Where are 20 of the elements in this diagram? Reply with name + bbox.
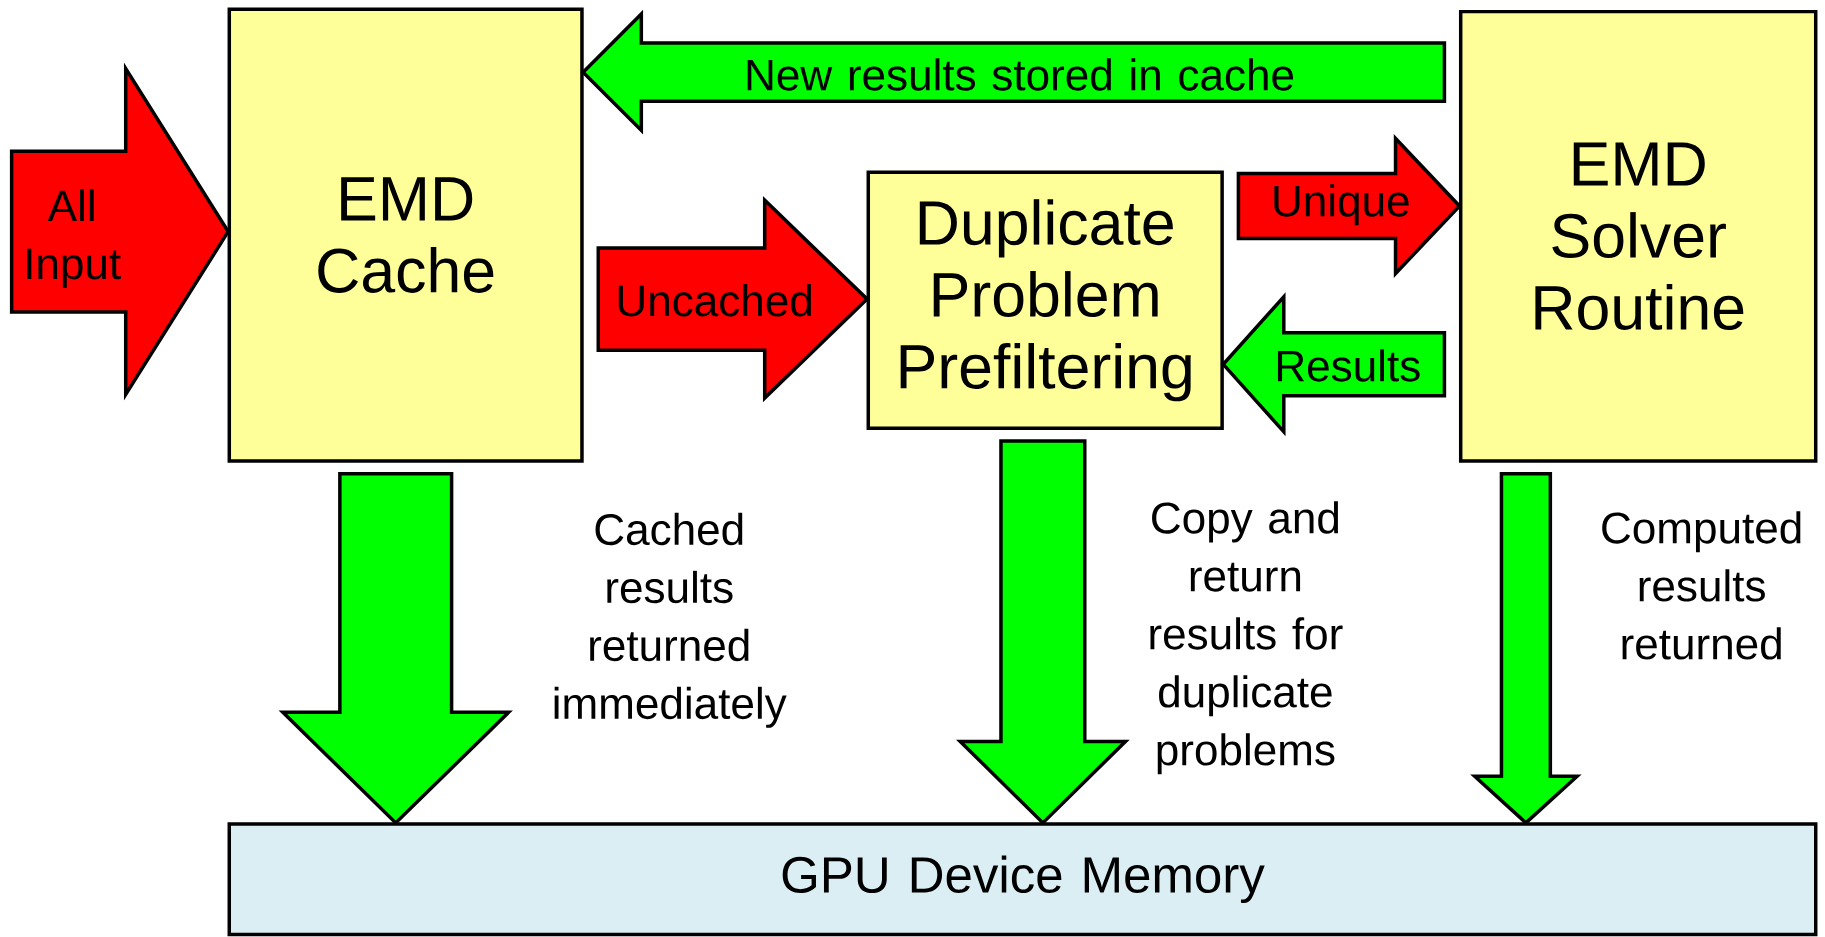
arrow-label: Uncached: [618, 284, 811, 317]
block-arrow: [9, 62, 231, 401]
block-arrow: [1220, 292, 1447, 437]
process-box: EMD Cache: [227, 7, 584, 463]
edge-label: Computed results returned: [1602, 511, 1801, 660]
process-box: EMD Solver Routine: [1458, 9, 1818, 463]
block-arrow: [596, 196, 870, 403]
block-arrow: [956, 439, 1130, 826]
block-arrow: [278, 472, 513, 826]
block-arrow: [580, 9, 1447, 135]
process-box: Duplicate Problem Prefiltering: [866, 170, 1224, 431]
edge-label: Cached results returned immediately: [554, 512, 787, 728]
memory-bar: GPU Device Memory: [227, 822, 1818, 937]
block-arrow: [1236, 134, 1462, 278]
edge-label: Copy and return results for duplicate problems: [1150, 501, 1343, 775]
arrow-label: Results: [1277, 349, 1420, 382]
arrow-label: All Input: [27, 189, 121, 289]
arrow-label: Unique: [1274, 184, 1409, 226]
block-arrow: [1470, 472, 1582, 826]
arrow-label: New results stored in cache: [747, 58, 1294, 91]
